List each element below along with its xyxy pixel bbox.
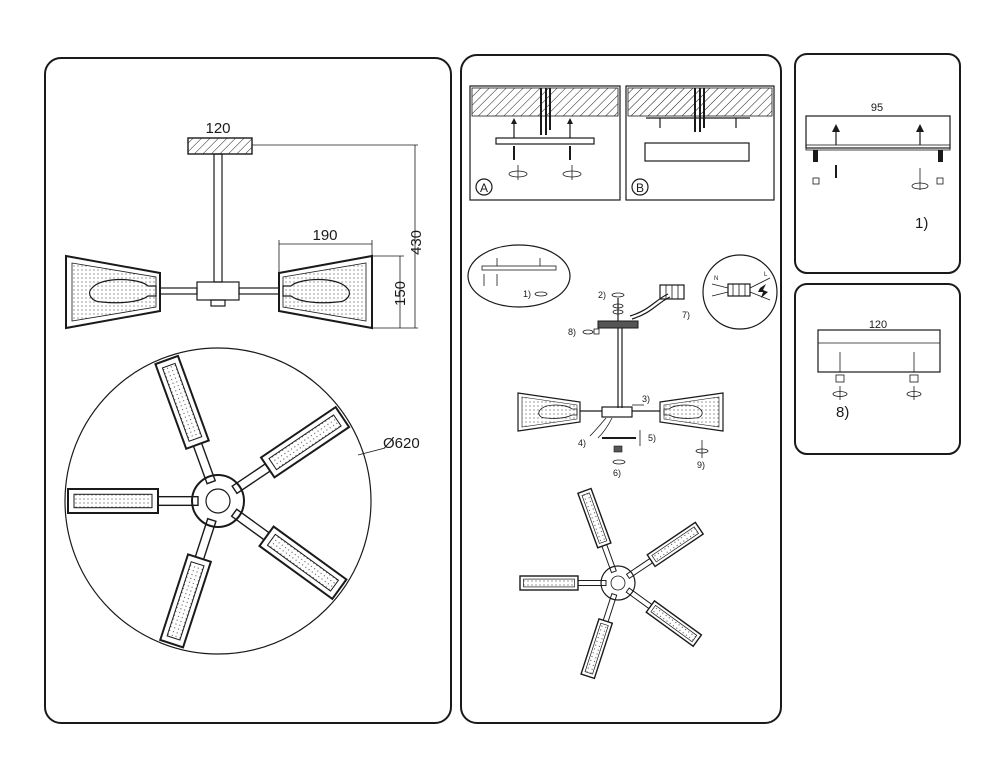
step9-label: 9) (697, 460, 705, 470)
panel-dimensions: 120 430 150 190 (44, 57, 452, 724)
top-view-arm (580, 593, 618, 680)
detail8-canopy (817, 329, 941, 373)
shade-width-label: 190 (312, 227, 337, 244)
ceiling-canopy (187, 137, 253, 155)
mount-plate (495, 137, 595, 145)
top-view-arm (625, 587, 703, 648)
mount-b-cover (644, 142, 750, 162)
step1-detail: 1) (467, 244, 571, 308)
mount-a-label: A (480, 181, 488, 195)
top-view-arm (230, 508, 348, 601)
step5-label: 5) (648, 433, 656, 443)
top-view-arm (67, 488, 199, 514)
shade-height-label: 150 (392, 281, 409, 306)
mount-option-a: A (469, 85, 621, 201)
assembled-fixture: 2) 8) 7) 3) (517, 284, 724, 478)
panel-dimensions-frame (44, 57, 452, 724)
detail1-step-label: 1) (915, 215, 928, 232)
panel-detail-1: 95 1) (794, 53, 961, 274)
top-view-hub (191, 474, 245, 528)
center-hub (196, 281, 240, 301)
panel-assembly-frame (460, 54, 782, 724)
right-shade (278, 254, 373, 330)
top-view-arm (154, 354, 217, 485)
mount-option-b: B (625, 85, 775, 201)
top-view-arm (625, 521, 705, 580)
step7-label: 7) (682, 310, 690, 320)
wire-n-label: N (714, 276, 718, 282)
step2-label: 2) (598, 290, 606, 300)
right-arm (238, 287, 280, 295)
top-view-hub-center (205, 488, 231, 514)
assembly-hub (601, 406, 633, 418)
detail1-plate (805, 115, 951, 149)
center-stem (213, 153, 223, 283)
top-view-outline (64, 347, 372, 655)
hub-cap (210, 299, 226, 307)
top-view-arms (67, 354, 351, 649)
assembly-top-view-hub (600, 565, 636, 601)
top-view-arm (231, 405, 351, 495)
step1-label: 1) (523, 289, 531, 299)
top-view-arm (519, 575, 607, 591)
panel-detail-1-frame (794, 53, 961, 274)
assembly-canopy (597, 320, 639, 329)
mount-b-badge (631, 178, 649, 196)
diameter-label: Ø620 (383, 435, 420, 452)
top-view-arm (577, 487, 617, 574)
detail8-step-label: 8) (836, 404, 849, 421)
left-arm (159, 287, 198, 295)
right-bulb-icon (282, 278, 350, 304)
step3-label: 3) (642, 394, 650, 404)
step4-label: 4) (578, 438, 586, 448)
panel-detail-8: 120 8) (794, 283, 961, 455)
panel-assembly: A B 1) (460, 54, 782, 724)
top-view-arm (158, 517, 217, 649)
left-bulb-icon (89, 278, 157, 304)
left-shade (65, 254, 161, 330)
wire-l-label: L (764, 272, 768, 278)
step8-label: 8) (568, 327, 576, 337)
detail1-width-label: 95 (871, 102, 883, 114)
step6-label: 6) (613, 468, 621, 478)
detail8-width-label: 120 (869, 319, 887, 331)
electric-hazard-icon (758, 284, 768, 298)
panel-detail-8-frame (794, 283, 961, 455)
total-height-label: 430 (408, 230, 425, 255)
mount-b-label: B (636, 181, 644, 195)
assembly-top-view-arms (519, 487, 705, 680)
base-width-label: 120 (205, 120, 230, 137)
mount-a-badge (475, 178, 493, 196)
wiring-detail: N L (702, 254, 778, 330)
